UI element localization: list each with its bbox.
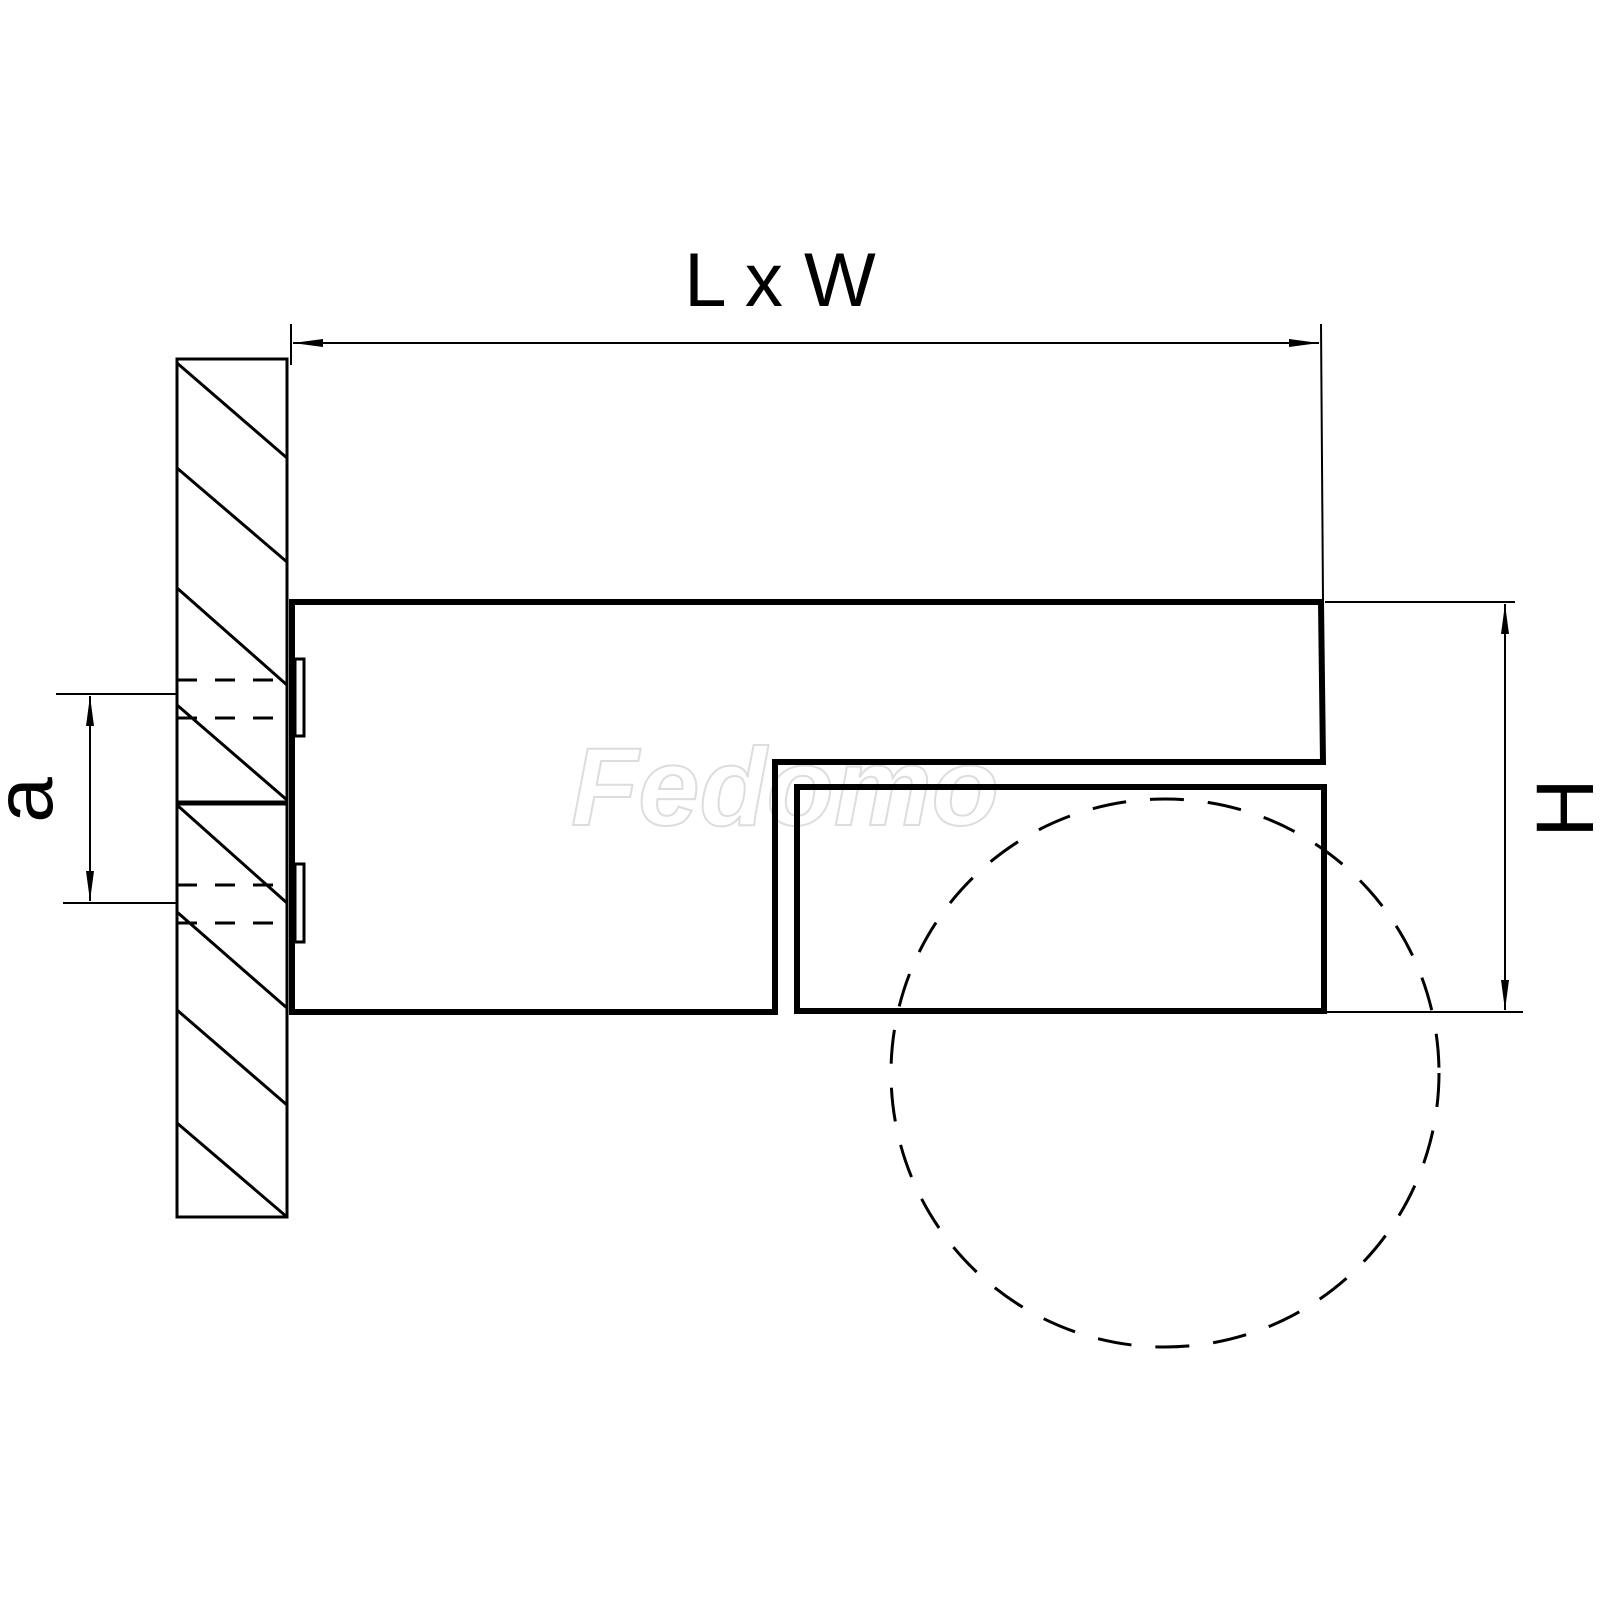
spacing-dimension <box>56 693 177 904</box>
spacing-label: a <box>0 777 70 823</box>
height-dimension <box>1325 601 1523 1013</box>
screw-heads <box>293 657 306 944</box>
rod-outline <box>889 797 1441 1349</box>
length-dimension <box>290 323 1324 601</box>
wall-section <box>175 357 289 1219</box>
screw-holes <box>177 678 287 925</box>
height-label: H <box>1520 778 1600 837</box>
length-width-label: L x W <box>684 238 876 323</box>
bracket-outline <box>289 599 1327 1015</box>
shelf-clamp-pad <box>794 784 1327 1014</box>
